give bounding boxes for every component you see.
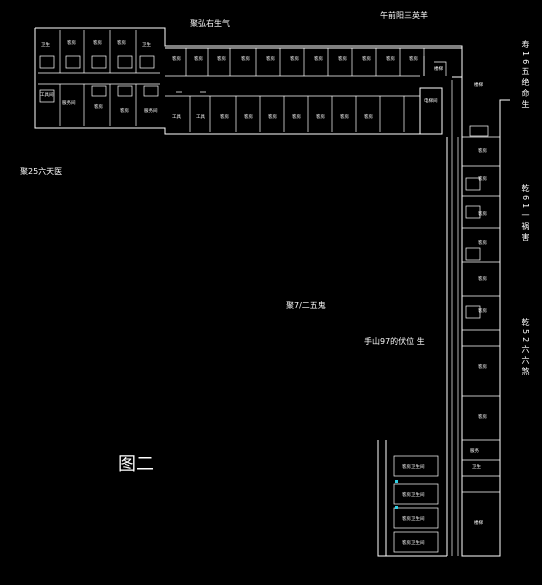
annotation-center-right: 手山97的伏位 生	[364, 336, 425, 346]
room-label: 客房	[478, 147, 487, 154]
right-wing-rooms	[462, 125, 500, 493]
room-label: 客房	[338, 55, 347, 62]
room-label: 客房	[290, 55, 299, 62]
room-label: 客房	[409, 55, 418, 62]
top-corridor-upper-row	[185, 48, 425, 76]
vertical-annotation-right-low: 乾52六六煞	[521, 318, 530, 379]
room-label: 客房	[478, 307, 487, 314]
room-label: 客房	[220, 113, 229, 120]
annotation-top-center: 聚弘右生气	[190, 18, 230, 28]
room-label: 客房	[194, 55, 203, 62]
annotation-left: 聚25六天医	[20, 166, 62, 176]
room-label: 楼梯	[434, 65, 443, 72]
annotation-center: 聚7/二五鬼	[286, 300, 326, 310]
room-label: 工具	[172, 114, 181, 120]
figure-caption: 图二	[118, 454, 154, 475]
room-label: 客房	[478, 210, 487, 217]
vertical-annotation-right-top: 寿16五绝命生	[521, 40, 530, 112]
room-label: 客房	[241, 55, 250, 62]
room-label: 服务	[470, 447, 479, 454]
outer-walls	[34, 27, 510, 557]
room-label: 客房	[172, 55, 181, 62]
room-label: 客房	[67, 39, 76, 46]
room-label: 客房	[478, 239, 487, 246]
room-label: 电梯间	[424, 97, 438, 104]
room-label: 客房卫生间	[402, 539, 425, 546]
room-label: 客房	[364, 113, 373, 120]
room-label: 客房	[268, 113, 277, 120]
room-label: 卫生	[142, 41, 151, 48]
room-label: 工具间	[40, 91, 54, 98]
room-label: 楼梯	[474, 81, 483, 88]
room-label: 卫生	[472, 463, 481, 470]
room-label: 客房卫生间	[402, 463, 425, 470]
room-label: 楼梯	[474, 519, 483, 526]
toilet-block	[377, 440, 447, 557]
room-label: 客房	[93, 39, 102, 46]
room-label: 工具	[196, 114, 205, 120]
room-label: 客房	[340, 113, 349, 120]
room-label: 服务间	[144, 107, 158, 114]
room-label: 客房	[478, 275, 487, 282]
room-label: 客房	[314, 55, 323, 62]
room-label: 客房	[386, 55, 395, 62]
room-label: 客房	[217, 55, 226, 62]
annotation-top-right: 午前阳三英羊	[380, 10, 428, 20]
top-left-block	[39, 30, 159, 126]
room-label: 卫生	[41, 41, 50, 48]
room-label: 服务间	[62, 99, 76, 106]
room-label: 客房	[266, 55, 275, 62]
room-label: 客房卫生间	[402, 491, 425, 498]
room-label: 客房	[292, 113, 301, 120]
room-label: 客房	[117, 39, 126, 46]
top-corridor-lower-row	[176, 56, 447, 135]
room-label: 客房	[94, 103, 103, 110]
room-label: 客房	[478, 175, 487, 182]
room-label: 客房	[362, 55, 371, 62]
room-label: 客房	[478, 363, 487, 370]
room-label: 客房	[120, 107, 129, 114]
room-label: 客房卫生间	[402, 515, 425, 522]
room-label: 客房	[478, 413, 487, 420]
vertical-annotation-right-mid: 乾61一祸害	[521, 184, 530, 245]
room-label: 客房	[244, 113, 253, 120]
room-label: 客房	[316, 113, 325, 120]
